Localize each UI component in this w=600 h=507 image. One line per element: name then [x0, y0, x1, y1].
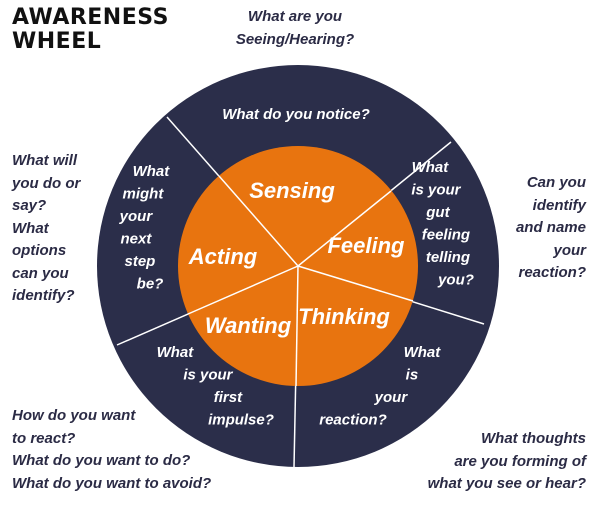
outer-question-line: what you see or hear?: [427, 475, 586, 492]
core-label-thinking: Thinking: [298, 304, 390, 329]
ring-question-line: feeling: [422, 227, 470, 244]
title-line-1: AWARENESS: [12, 5, 169, 30]
outer-question-line: say?: [12, 197, 47, 214]
ring-question-feeling: What is your gut feeling telling you?: [411, 159, 474, 289]
core-label-feeling: Feeling: [327, 233, 405, 258]
ring-question-line: first: [214, 389, 243, 406]
outer-question-line: How do you want: [12, 407, 136, 424]
ring-question-line: What: [412, 159, 450, 176]
outer-question-line: options: [12, 242, 67, 259]
ring-question-line: step: [124, 253, 155, 270]
outer-question-line: What are you: [247, 8, 343, 25]
core-label-acting: Acting: [188, 244, 258, 269]
core-divider-feeling-thinking: [297, 265, 414, 302]
ring-question-line: is your: [183, 367, 233, 384]
ring-question-line: is: [406, 367, 419, 384]
ring-question-line: What: [133, 163, 171, 180]
ring-question-line: is your: [411, 182, 461, 199]
core-divider-sensing-feeling: [297, 190, 392, 267]
core-label-sensing: Sensing: [249, 178, 335, 203]
ring-question-line: be?: [137, 276, 164, 293]
ring-question-line: What do you notice?: [222, 106, 370, 123]
core-dividers: [187, 175, 414, 387]
outer-question-line: What: [12, 219, 49, 237]
outer-question-line: identify: [532, 196, 586, 214]
outer-question-left: What will you do or say? What options ca…: [12, 150, 112, 308]
outer-question-bottom-right: What thoughts are you forming of what yo…: [400, 428, 586, 496]
outer-question-line: identify?: [12, 287, 75, 304]
outer-question-line: reaction?: [518, 264, 586, 281]
core-divider-wanting-acting: [187, 265, 299, 315]
ring-question-line: you?: [437, 272, 474, 289]
ring-question-line: What: [404, 344, 442, 361]
outer-question-line: and name: [515, 219, 586, 236]
ring-question-line: your: [374, 389, 409, 406]
page-title: AWARENESS WHEEL: [12, 6, 169, 54]
outer-question-line: What will: [12, 152, 77, 169]
ring-question-line: telling: [426, 249, 470, 266]
ring-question-line: might: [123, 186, 165, 203]
ring-question-thinking: What is your reaction?: [319, 344, 444, 429]
outer-question-line: to react?: [12, 429, 76, 447]
ring-question-sensing: What do you notice?: [222, 106, 370, 123]
outer-question-line: can you: [12, 264, 69, 282]
core-divider-thinking-wanting: [295, 265, 299, 387]
ring-question-line: your: [119, 208, 154, 225]
ring-question-wanting: What is your first impulse?: [157, 344, 274, 429]
outer-question-line: What do you want to avoid?: [12, 474, 212, 492]
outer-question-top: What are you Seeing/Hearing?: [200, 6, 390, 51]
ring-question-line: reaction?: [319, 412, 387, 429]
ring-question-line: gut: [425, 204, 450, 221]
ring-question-line: What: [157, 344, 195, 361]
core-label-wanting: Wanting: [205, 313, 292, 338]
outer-question-line: What do you want to do?: [12, 452, 191, 469]
title-line-2: WHEEL: [12, 29, 102, 54]
core-divider-acting-sensing: [218, 175, 299, 267]
outer-question-line: your: [553, 241, 586, 259]
outer-question-line: Can you: [526, 174, 586, 191]
outer-question-right: Can you identify and name your reaction?: [480, 172, 586, 285]
ring-question-line: impulse?: [208, 412, 274, 429]
outer-question-line: What thoughts: [481, 430, 586, 447]
outer-question-line: you do or: [12, 174, 81, 192]
ring-question-acting: What might your next step be?: [119, 163, 174, 293]
outer-question-bottom-left: How do you want to react? What do you wa…: [12, 405, 242, 495]
outer-question-line: Seeing/Hearing?: [235, 30, 355, 48]
ring-question-line: next: [120, 231, 152, 248]
outer-question-line: are you forming of: [454, 452, 586, 470]
